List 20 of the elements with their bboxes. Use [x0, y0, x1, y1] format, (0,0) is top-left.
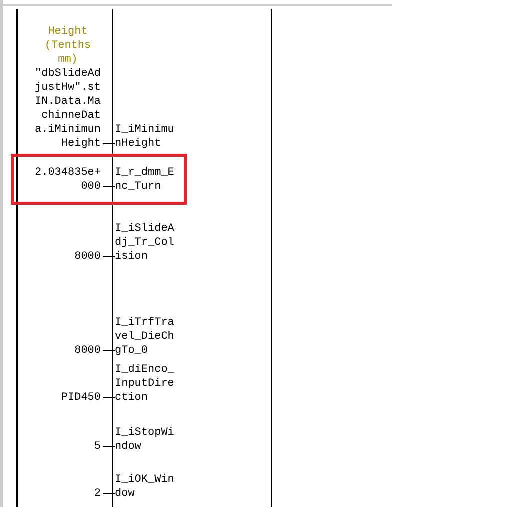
actual-value: "dbSlideAdjustHw".stIN.Data.MachinneData.iMinimunHeight: [35, 67, 101, 151]
actual-value: 5: [35, 440, 101, 454]
pin-name: I_iTrfTravel_DieChgTo_0: [115, 316, 174, 358]
pin-name: I_r_dmm_Enc_Turn: [115, 166, 174, 194]
connector-line: [102, 446, 116, 448]
pin-name: I_iMinimunHeight: [115, 123, 174, 151]
actual-value: 8000: [35, 344, 101, 358]
actual-value: 2.034835e+000: [35, 166, 101, 194]
connector-line: [102, 186, 116, 188]
pin-name: I_iStopWindow: [115, 426, 174, 454]
actual-value: 8000: [35, 250, 101, 264]
connector-line: [102, 350, 116, 352]
pin-name: I_iOK_Window: [115, 473, 174, 501]
pin-name: I_diEnco_InputDirection: [115, 363, 174, 405]
pin-name: I_iSlideAdj_Tr_Colision: [115, 222, 174, 264]
connector-line: [102, 256, 116, 258]
actual-value: 2: [35, 487, 101, 501]
function-block: [112, 9, 272, 507]
actual-value: PID450: [35, 391, 101, 405]
comment-text: Height (Tenths mm): [44, 25, 92, 67]
